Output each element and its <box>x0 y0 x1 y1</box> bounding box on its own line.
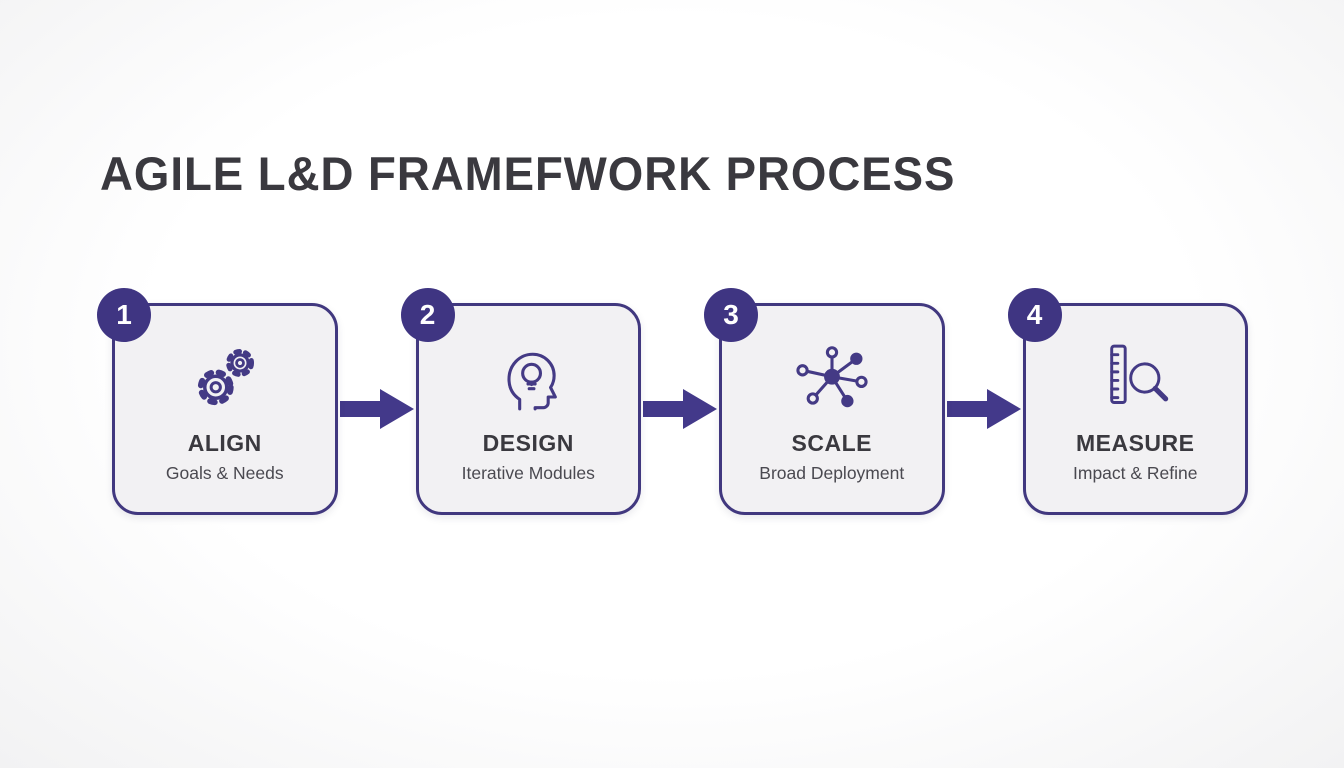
arrow-right-icon <box>643 386 717 432</box>
step-subtitle: Impact & Refine <box>1073 463 1198 483</box>
ruler-magnifier-icon <box>1095 328 1175 428</box>
process-flow: 1 ALIGN Goals & Needs 2 <box>97 288 1248 515</box>
step-subtitle: Iterative Modules <box>461 463 595 483</box>
step-title: MEASURE <box>1075 430 1195 456</box>
step-card-scale: 3 SCALE Broad Deployment <box>704 288 945 515</box>
step-title: ALIGN <box>187 430 262 456</box>
step-number-badge: 4 <box>1007 288 1062 342</box>
step-card-align: 1 ALIGN Goals & Needs <box>97 288 338 515</box>
step-card-measure: 4 MEASURE Impact & Refine <box>1007 288 1248 515</box>
step-title: SCALE <box>791 430 872 456</box>
step-number-badge: 1 <box>97 288 151 342</box>
network-icon <box>791 328 873 428</box>
step-subtitle: Goals & Needs <box>165 463 284 483</box>
gears-icon <box>183 328 267 428</box>
step-number-badge: 2 <box>400 288 455 342</box>
step-number-badge: 3 <box>704 288 758 342</box>
arrow-right-icon <box>946 386 1021 432</box>
head-lightbulb-icon <box>488 328 568 428</box>
step-title: DESIGN <box>482 430 574 456</box>
step-card-design: 2 DESIGN Iterative Modules <box>400 288 641 515</box>
arrow-right-icon <box>339 386 414 432</box>
page-title: AGILE L&D FRAMEFWORK PROCESS <box>100 147 956 200</box>
step-subtitle: Broad Deployment <box>759 463 905 483</box>
